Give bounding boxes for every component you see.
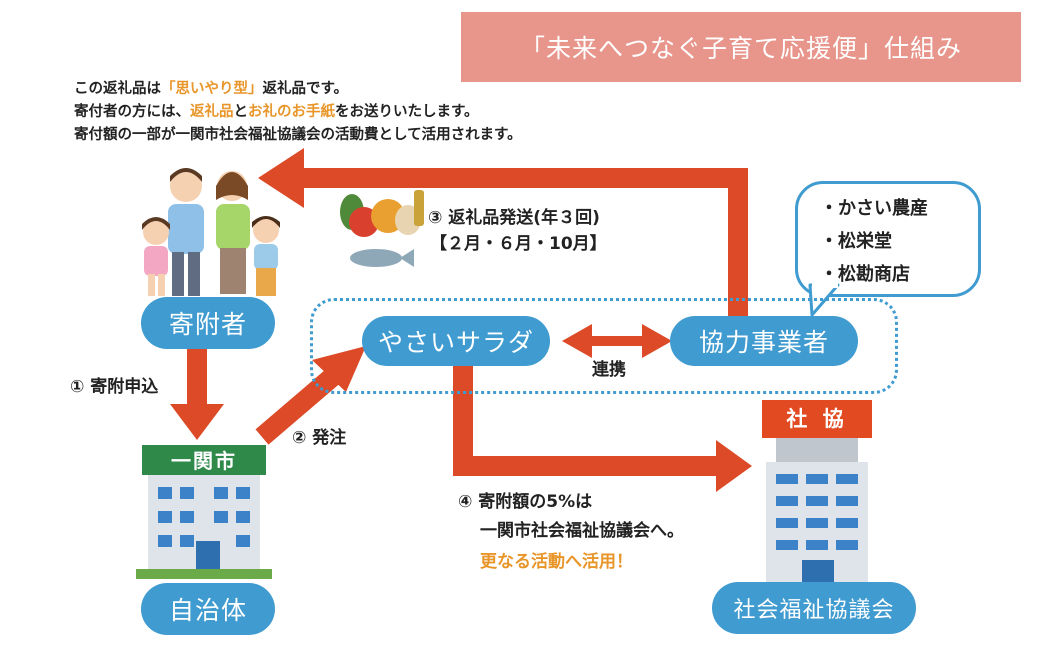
- step3-line2: 【２月・６月・10月】: [430, 234, 607, 254]
- city-node: 自治体: [141, 583, 275, 635]
- partner-node: 協力事業者: [670, 316, 858, 366]
- yasai-node: やさいサラダ: [362, 316, 550, 366]
- partner-item: ・松勘商店: [820, 264, 910, 285]
- arrow-shipping-head: [258, 148, 304, 208]
- arrow-fund-head: [716, 440, 752, 492]
- intro-line2-pre: 寄付者の方には、: [74, 104, 190, 120]
- family-illustration: [142, 168, 280, 296]
- partner-list-bubble: ・かさい農産 ・松栄堂 ・松勘商店: [795, 181, 981, 297]
- partner-item: ・松栄堂: [820, 231, 892, 252]
- donor-node: 寄附者: [141, 297, 275, 349]
- arrow-fund: [453, 362, 720, 476]
- arrow-donation: [187, 348, 207, 410]
- step4-line3: 更なる活動へ活用！: [480, 552, 633, 572]
- step1-label: ① 寄附申込: [70, 377, 159, 397]
- council-building-illustration: [762, 400, 872, 590]
- city-hall-illustration: [136, 445, 272, 579]
- produce-illustration: [340, 190, 424, 267]
- intro-text: この返礼品は「思いやり型」返礼品です。 寄付者の方には、返礼品とお礼のお手紙をお…: [74, 78, 522, 147]
- intro-line2-highlight1: 返礼品: [190, 104, 234, 120]
- step2-label: ② 発注: [292, 428, 347, 448]
- arrow-shipping: [300, 168, 748, 318]
- intro-line1-highlight: 「思いやり型」: [161, 81, 263, 97]
- intro-line1-post: 返礼品です。: [262, 81, 349, 97]
- page-title: 「未来へつなぐ子育て応援便」仕組み: [461, 12, 1021, 82]
- intro-line2-highlight2: お礼のお手紙: [248, 104, 335, 120]
- intro-line3: 寄付額の一部が一関市社会福祉協議会の活動費として活用されます。: [74, 127, 522, 143]
- arrow-link-left: [562, 324, 592, 358]
- arrow-order-head: [312, 346, 366, 392]
- city-hall-sign: 一関市: [171, 449, 237, 473]
- step3-line1: ③ 返礼品発送(年３回): [428, 208, 600, 228]
- link-label: 連携: [592, 360, 626, 380]
- intro-line2-post: をお送りいたします。: [335, 104, 479, 120]
- council-node: 社会福祉協議会: [712, 582, 916, 634]
- council-sign: 社 協: [786, 407, 848, 431]
- intro-line2-mid: と: [233, 104, 249, 120]
- partner-item: ・かさい農産: [820, 198, 928, 219]
- cooperation-frame: [310, 298, 898, 394]
- step4-line2: 一関市社会福祉協議会へ。: [480, 521, 684, 541]
- arrow-link-right: [642, 324, 672, 358]
- step4-line1: ④ 寄附額の5%は: [458, 492, 593, 512]
- arrow-link: [588, 336, 646, 346]
- arrow-donation-head: [170, 404, 224, 440]
- intro-line1-pre: この返礼品は: [74, 81, 161, 97]
